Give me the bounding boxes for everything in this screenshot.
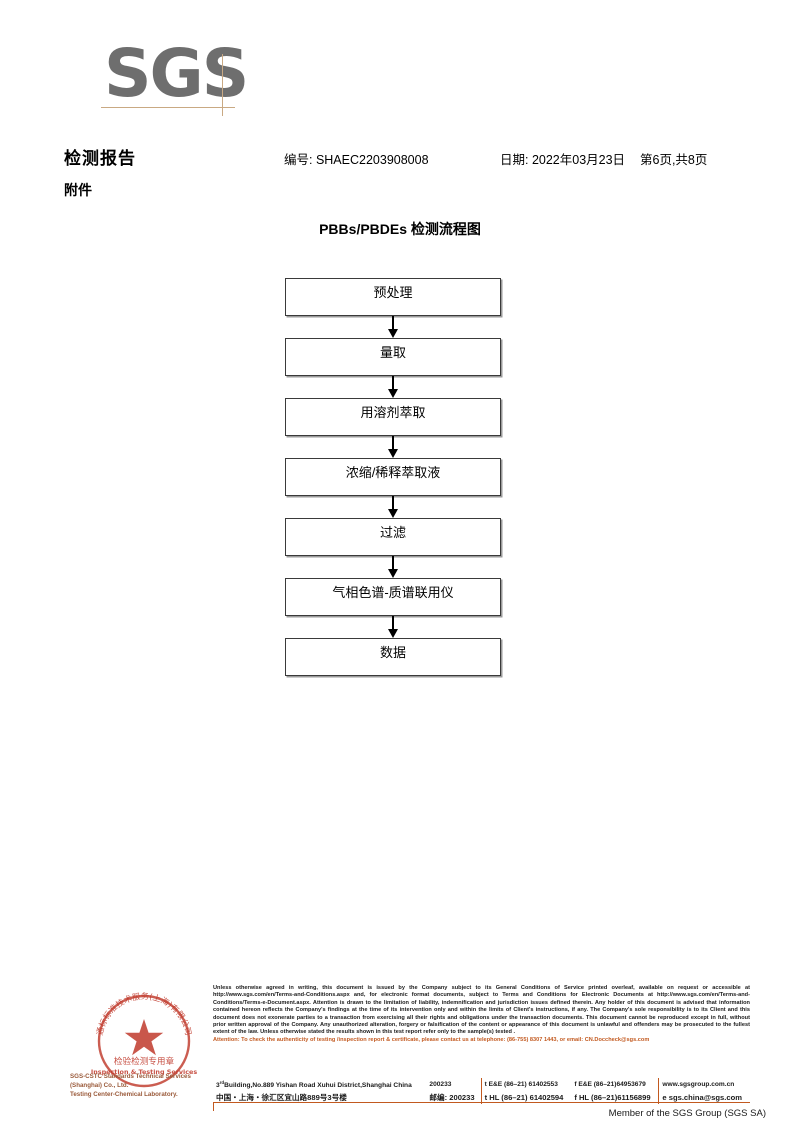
flow-arrow-2 [285,376,501,398]
flow-node-label: 预处理 [373,285,413,300]
flow-arrow-4 [285,496,501,518]
postcode-cn-cell: 邮编: 200233 [426,1090,481,1104]
company-name-line2: Testing Center-Chemical Laboratory. [70,1091,178,1098]
legal-paragraph: Unless otherwise agreed in writing, this… [213,985,750,1036]
arrow-head-icon [388,569,398,578]
footer-divider [213,1102,750,1104]
seal-outer-ring [97,994,191,1088]
flow-node-measure: 量取 [285,338,501,376]
flow-node-solvent-extraction: 用溶剂萃取 [285,398,501,436]
page-indicator: 第6页,共8页 [640,153,708,167]
report-number: 编号: SHAEC2203908008 [284,153,429,167]
inspection-seal-stamp: 通标标准技术服务(上海)有限公司 检验检测专用章 Inspection & Te… [88,985,200,1097]
flow-arrow-3 [285,436,501,458]
flow-node-pretreatment: 预处理 [285,278,501,316]
arrow-head-icon [388,449,398,458]
email-prefix: e [662,1092,667,1102]
sgs-logo: SGS [101,35,249,118]
company-name-line1: SGS-CSTC Standards Technical Services (S… [70,1073,191,1089]
fax-cn-2: f HL (86–21)61156899 [574,1092,651,1102]
tel-en-1: t E&E (86–21) 61402553 [480,1078,572,1091]
flow-node-label: 量取 [379,345,406,360]
arrow-head-icon [388,509,398,518]
email-cell[interactable]: e sgs.china@sgs.com [658,1090,750,1105]
flow-node-label: 用溶剂萃取 [360,405,426,420]
website-link[interactable]: www.sgsgroup.com.cn [658,1078,750,1091]
company-name-block: SGS-CSTC Standards Technical Services (S… [70,1072,220,1099]
footer: Unless otherwise agreed in writing, this… [0,980,800,1131]
logo-vertical-rule [222,54,223,116]
arrow-shaft [392,496,394,511]
table-row: 3rdBuilding,No.889 Yishan Road Xuhui Dis… [213,1078,750,1091]
seal-svg: 通标标准技术服务(上海)有限公司 检验检测专用章 Inspection & Te… [91,991,197,1088]
tel-cn-2: t HL (86–21) 61402594 [480,1090,572,1105]
flow-node-label: 浓缩/稀释萃取液 [345,465,441,480]
table-row: 中国・上海・徐汇区宜山路889号3号楼 邮编: 200233 t HL (86–… [213,1090,750,1105]
email-link[interactable]: sgs.china@sgs.com [668,1092,742,1102]
flow-node-filtration: 过滤 [285,518,501,556]
seal-inner-text-cn: 检验检测专用章 [114,1055,175,1067]
seal-star-icon [124,1019,164,1056]
sgs-group-member-note: Member of the SGS Group (SGS SA) [608,1108,766,1119]
address-cn: 中国・上海・徐汇区宜山路889号3号楼 [216,1092,347,1102]
fax-en-1: f E&E (86–21)64953679 [574,1080,646,1088]
postcode-cn-label: 邮编: [429,1092,448,1102]
address-en-cell: 3rdBuilding,No.889 Yishan Road Xuhui Dis… [213,1078,426,1090]
arrow-shaft [392,316,394,331]
flow-arrow-6 [285,616,501,638]
postcode-cn-value: 200233 [449,1092,475,1102]
footer-divider-tick [213,1102,215,1111]
attention-notice: Attention: To check the authenticity of … [213,1037,650,1044]
arrow-shaft [392,556,394,571]
report-date: 日期: 2022年03月23日 [500,153,626,167]
flow-node-label: 数据 [379,645,406,660]
logo-horizontal-rule [101,107,235,108]
page-title: 检测报告 [64,149,136,168]
arrow-shaft [392,376,394,391]
arrow-head-icon [388,629,398,638]
flow-node-concentrate-dilute: 浓缩/稀释萃取液 [285,458,501,496]
arrow-shaft [392,436,394,451]
flow-node-data: 数据 [285,638,501,676]
flow-node-gcms: 气相色谱-质谱联用仪 [285,578,501,616]
address-en-prefix: 3 [216,1081,220,1089]
flow-arrow-1 [285,316,501,338]
flowchart: 预处理 量取 用溶剂萃取 浓缩/稀释萃取液 过滤 气相色谱-质谱联用仪 数据 [285,278,503,676]
flow-node-label: 过滤 [379,525,406,540]
flow-node-label: 气相色谱-质谱联用仪 [332,585,454,600]
arrow-head-icon [388,329,398,338]
seal-inner-text-en: Inspection & Testing Services [91,1068,197,1076]
postcode-en: 200233 [429,1080,452,1088]
address-contact-table: 3rdBuilding,No.889 Yishan Road Xuhui Dis… [213,1078,750,1105]
flowchart-title: PBBs/PBDEs 检测流程图 [319,221,481,237]
arrow-shaft [392,616,394,631]
sgs-wordmark: SGS [104,35,249,112]
legal-text-block: Unless otherwise agreed in writing, this… [213,985,750,1045]
address-en-text: Building,No.889 Yishan Road Xuhui Distri… [224,1081,412,1089]
attachment-label: 附件 [64,182,92,198]
flow-arrow-5 [285,556,501,578]
address-en-sup: rd [219,1079,225,1085]
arrow-head-icon [388,389,398,398]
